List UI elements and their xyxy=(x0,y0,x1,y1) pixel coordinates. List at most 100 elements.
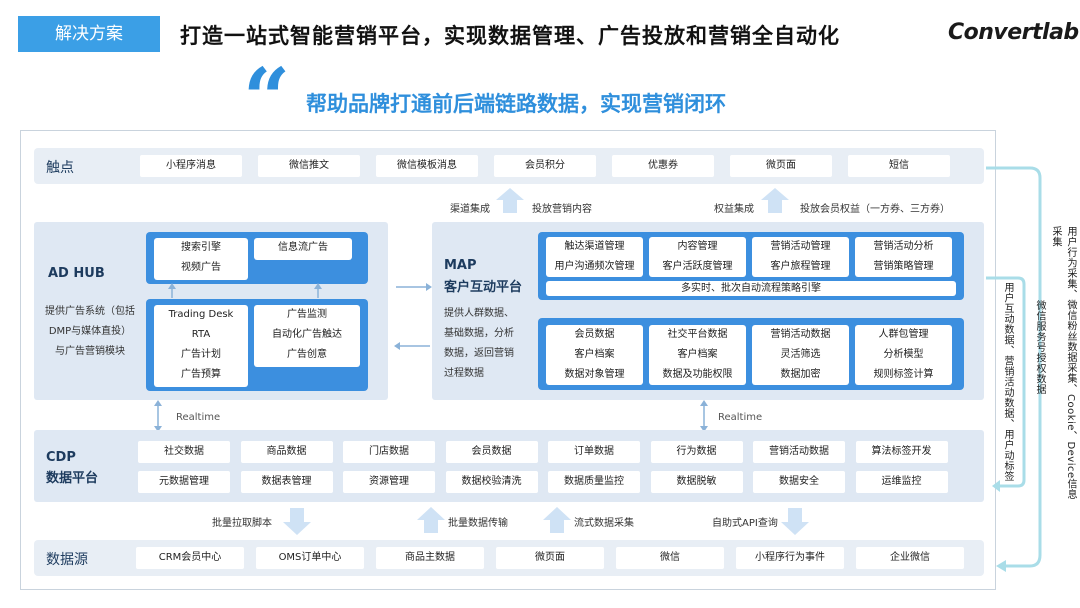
datasource-chip: 微信 xyxy=(616,547,724,569)
map-module-item: 客户活跃度管理 xyxy=(662,261,733,272)
datasource-chip: 企业微信 xyxy=(856,547,964,569)
map-data-item: 数据对象管理 xyxy=(564,369,625,380)
adhub-item: 广告监测 xyxy=(287,309,327,320)
map-data-item: 数据及功能权限 xyxy=(662,369,733,380)
map-data-card: 会员数据客户档案数据对象管理 xyxy=(546,325,643,385)
map-data-item: 分析模型 xyxy=(883,349,924,360)
flow-label-stream: 流式数据采集 xyxy=(574,518,634,529)
adhub-top-left-card: 搜索引擎 视频广告 xyxy=(154,238,248,280)
quote-icon: “ xyxy=(243,51,291,147)
flow-label-batch-pull: 批量拉取脚本 xyxy=(212,518,272,529)
map-module-item: 营销活动管理 xyxy=(770,241,831,252)
map-data-item: 灵活筛选 xyxy=(780,349,821,360)
flow-label-benefit: 权益集成 xyxy=(714,204,754,215)
cdp-title: CDP xyxy=(46,450,76,465)
arrow-up-icon xyxy=(761,188,789,213)
strategy-engine-bar: 多实时、批次自动流程策略引擎 xyxy=(546,281,956,296)
page-subtitle: 帮助品牌打通前后端链路数据，实现营销闭环 xyxy=(306,92,726,116)
realtime-label-right: Realtime xyxy=(718,412,763,423)
map-module-card: 触达渠道管理用户沟通频次管理 xyxy=(546,237,643,277)
touchpoint-chip: 小程序消息 xyxy=(140,155,242,177)
map-module-item: 客户旅程管理 xyxy=(770,261,831,272)
cdp-data-chip: 门店数据 xyxy=(343,441,435,463)
cdp-data-chip: 商品数据 xyxy=(240,441,333,463)
side-auth-text: 微信服务号授权数据 xyxy=(1034,300,1045,395)
arrow-up-icon xyxy=(543,507,571,533)
arrow-down-icon xyxy=(781,508,809,535)
arrow-up-icon xyxy=(417,507,445,533)
cdp-data-chip: 营销活动数据 xyxy=(753,441,845,463)
touchpoints-label: 触点 xyxy=(46,160,74,176)
cdp-tool-chip: 数据表管理 xyxy=(240,471,333,493)
map-module-item: 触达渠道管理 xyxy=(564,241,625,252)
adhub-bottom-left-card: Trading Desk RTA 广告计划 广告预算 xyxy=(154,305,248,387)
datasource-chip: 微页面 xyxy=(496,547,604,569)
touchpoint-chip: 优惠券 xyxy=(612,155,714,177)
touchpoint-chip: 会员积分 xyxy=(494,155,596,177)
cdp-tool-chip: 数据脱敏 xyxy=(650,471,743,493)
cdp-data-chip: 社交数据 xyxy=(138,441,230,463)
map-data-item: 客户档案 xyxy=(677,349,718,360)
flow-label-content: 投放营销内容 xyxy=(532,204,592,215)
map-data-item: 客户档案 xyxy=(574,349,615,360)
touchpoint-chip: 微页面 xyxy=(730,155,832,177)
touchpoint-chip: 微信推文 xyxy=(258,155,360,177)
datasource-label: 数据源 xyxy=(46,552,88,568)
adhub-desc: 提供广告系统（包括DMP与媒体直投）与广告营销模块 xyxy=(45,306,135,357)
map-data-item: 人群包管理 xyxy=(878,329,929,340)
adhub-item: Trading Desk xyxy=(168,309,234,320)
arrow-down-icon xyxy=(283,508,311,535)
datasource-chip: 商品主数据 xyxy=(376,547,484,569)
map-module-item: 营销策略管理 xyxy=(873,261,934,272)
adhub-item: 搜索引擎 xyxy=(181,242,221,253)
datasource-chip: CRM会员中心 xyxy=(136,547,244,569)
cdp-subtitle: 数据平台 xyxy=(46,471,99,486)
adhub-item: 广告计划 xyxy=(181,349,221,360)
datasource-chip: 小程序行为事件 xyxy=(736,547,844,569)
map-data-card: 社交平台数据客户档案数据及功能权限 xyxy=(649,325,746,385)
map-data-item: 社交平台数据 xyxy=(667,329,728,340)
page-title: 打造一站式智能营销平台，实现数据管理、广告投放和营销全自动化 xyxy=(180,24,840,48)
strategy-engine-label: 多实时、批次自动流程策略引擎 xyxy=(681,283,821,294)
touchpoint-chip: 短信 xyxy=(848,155,950,177)
map-title: MAP xyxy=(444,258,477,273)
flow-label-member-benefit: 投放会员权益（一方券、三方券） xyxy=(800,204,950,215)
map-module-item: 内容管理 xyxy=(677,241,718,252)
cdp-tool-chip: 数据安全 xyxy=(753,471,845,493)
brand-logo: Convertlab xyxy=(948,20,1079,45)
cdp-tool-chip: 元数据管理 xyxy=(138,471,230,493)
datasource-chip: OMS订单中心 xyxy=(256,547,364,569)
cdp-tool-chip: 资源管理 xyxy=(343,471,435,493)
cdp-data-chip: 算法标签开发 xyxy=(855,441,948,463)
side-collect-text: 用户行为采集、微信粉丝数据采集、Cookie、Device信息采集 xyxy=(1050,226,1076,500)
adhub-bottom-right-card: 广告监测 自动化广告触达 广告创意 xyxy=(254,305,360,367)
cdp-tool-chip: 数据校验清洗 xyxy=(445,471,538,493)
map-subtitle: 客户互动平台 xyxy=(444,280,523,295)
adhub-title: AD HUB xyxy=(48,266,105,281)
map-data-item: 营销活动数据 xyxy=(770,329,831,340)
adhub-item: RTA xyxy=(191,329,211,340)
map-data-card: 营销活动数据灵活筛选数据加密 xyxy=(752,325,849,385)
cdp-data-chip: 会员数据 xyxy=(445,441,538,463)
realtime-label-left: Realtime xyxy=(176,412,221,423)
cdp-data-chip: 行为数据 xyxy=(650,441,743,463)
solution-tag: 解决方案 xyxy=(18,16,160,52)
flow-label-batch-transfer: 批量数据传输 xyxy=(448,518,508,529)
map-data-item: 会员数据 xyxy=(574,329,615,340)
adhub-item: 视频广告 xyxy=(181,262,221,273)
adhub-item: 广告创意 xyxy=(287,349,327,360)
map-module-item: 用户沟通频次管理 xyxy=(554,261,635,272)
touchpoint-chip: 微信模板消息 xyxy=(376,155,478,177)
adhub-top-right-card: 信息流广告 xyxy=(254,238,352,260)
cdp-tool-chip: 运维监控 xyxy=(855,471,948,493)
map-desc: 提供人群数据、基础数据，分析数据，返回营销过程数据 xyxy=(444,308,514,379)
arrow-up-icon xyxy=(496,188,524,213)
map-module-card: 内容管理客户活跃度管理 xyxy=(649,237,746,277)
adhub-item: 广告预算 xyxy=(181,369,221,380)
map-module-card: 营销活动分析营销策略管理 xyxy=(855,237,952,277)
cdp-tool-chip: 数据质量监控 xyxy=(548,471,640,493)
map-data-item: 数据加密 xyxy=(780,369,821,380)
side-interaction-text: 用户互动数据、营销活动数据、用户动标签 xyxy=(1002,282,1013,482)
flow-label-channel: 渠道集成 xyxy=(450,204,490,215)
